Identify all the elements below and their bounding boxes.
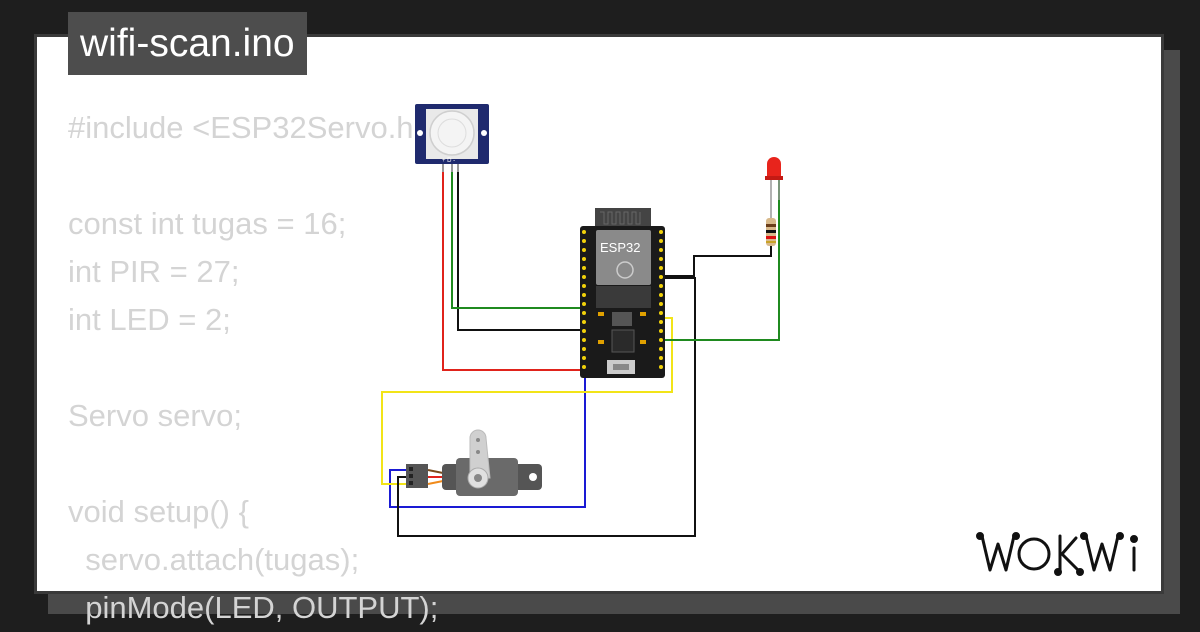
code-line: void setup() { [68, 494, 249, 529]
code-line: #include <ESP32Servo.h> [68, 110, 432, 145]
wire-green-pir [451, 168, 583, 309]
wire-black-led [663, 246, 772, 277]
file-title: wifi-scan.ino [68, 12, 307, 75]
pir-pin-labels: + D - [442, 158, 455, 164]
red-led[interactable] [765, 157, 783, 218]
code-line: pinMode(LED, OUTPUT); [68, 590, 439, 625]
wire-black-gnd [397, 277, 696, 537]
pir-sensor[interactable]: + D - [415, 104, 489, 172]
wire-yellow [381, 317, 673, 485]
wire-green-led [663, 180, 780, 341]
servo-motor[interactable] [406, 429, 542, 496]
code-line: const int tugas = 16; [68, 206, 347, 241]
code-line: int PIR = 27; [68, 254, 240, 289]
code-preview: #include <ESP32Servo.h> const int tugas =… [68, 104, 438, 632]
wire-red [442, 168, 584, 371]
wire-black-pir [457, 168, 583, 331]
wire-blue [389, 372, 586, 508]
wokwi-logo [976, 532, 1138, 576]
resistor[interactable] [766, 218, 776, 246]
esp32-label: ESP32 [600, 240, 640, 255]
code-line: servo.attach(tugas); [68, 542, 360, 577]
code-line: int LED = 2; [68, 302, 231, 337]
esp32-board[interactable]: ESP32 [580, 208, 665, 378]
code-line: Servo servo; [68, 398, 243, 433]
